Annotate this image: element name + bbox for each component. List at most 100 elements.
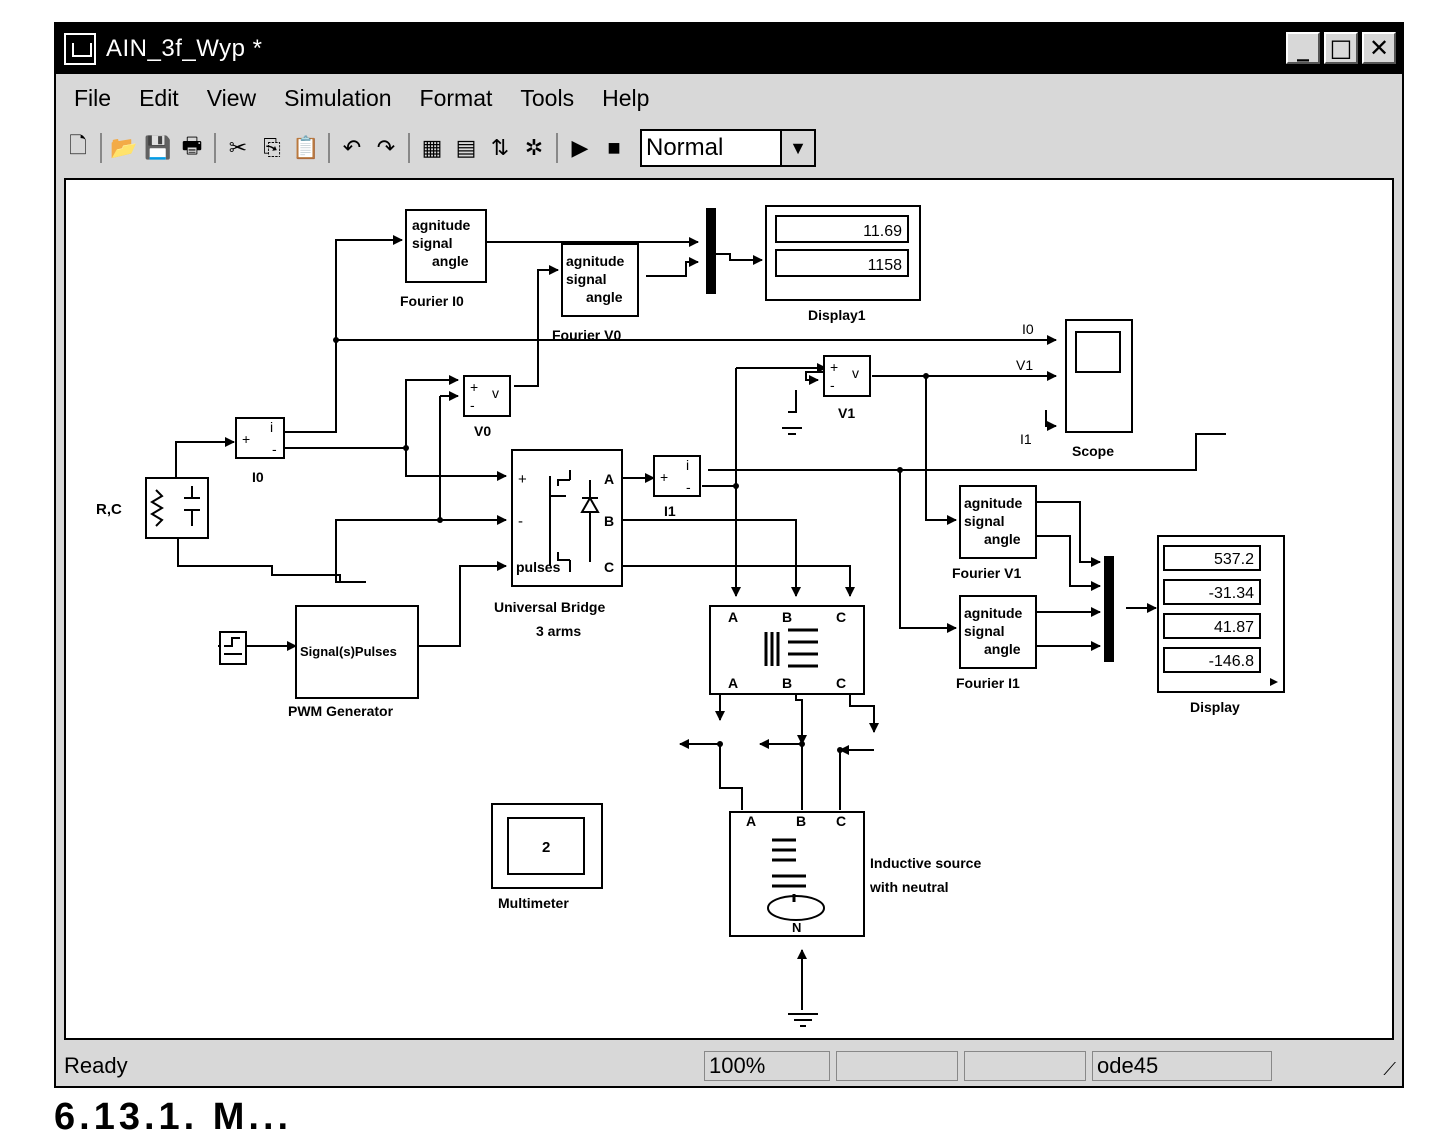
multimeter-block[interactable]: 2 Multimeter xyxy=(491,803,603,911)
window-title: AIN_3f_Wyp * xyxy=(106,35,263,62)
fourier-i1-block[interactable]: agnitude signal angle Fourier I1 xyxy=(956,595,1037,691)
title-bar: AIN_3f_Wyp * _ □ ✕ xyxy=(56,24,1402,74)
fourier-v1-name: Fourier V1 xyxy=(952,565,1021,581)
menu-simulation[interactable]: Simulation xyxy=(284,84,392,111)
fourier-i1-label-magnitude: agnitude xyxy=(964,605,1023,621)
inductive-source-block[interactable]: A B C N Inductive source with neutral xyxy=(729,811,981,937)
status-text: Ready xyxy=(64,1053,128,1078)
display-value-1: 537.2 xyxy=(1214,551,1254,568)
i0-symbol: i xyxy=(270,419,273,435)
source-port-n: N xyxy=(792,920,801,935)
pwm-label: Signal(s)Pulses xyxy=(300,644,397,659)
simulation-mode-select[interactable]: Normal ▼ xyxy=(640,129,816,167)
simulation-mode-value: Normal xyxy=(646,134,724,161)
transformer-port-a-bottom: A xyxy=(728,675,738,691)
menu-help[interactable]: Help xyxy=(602,84,650,111)
rc-name: R,C xyxy=(96,501,122,518)
transformer-port-c-bottom: C xyxy=(836,675,846,691)
i0-current-measurement[interactable]: + i - I0 xyxy=(235,417,285,485)
status-bar: Ready 100% ode45 ⟋ xyxy=(56,1046,1402,1086)
start-simulation-icon[interactable]: ▶ xyxy=(571,135,589,160)
display-value-4: -146.8 xyxy=(1209,653,1254,670)
v0-voltage-measurement[interactable]: + v - V0 xyxy=(463,375,511,439)
rc-load-block[interactable]: R,C xyxy=(96,477,209,539)
toolbar-separator xyxy=(100,133,102,163)
bridge-port-minus: - xyxy=(518,513,523,530)
resize-grip-icon[interactable]: ⟋ xyxy=(1383,1059,1396,1079)
menu-view[interactable]: View xyxy=(206,84,257,111)
model-canvas[interactable]: agnitude signal angle Fourier I0 agnitud… xyxy=(64,178,1394,1040)
undo-icon[interactable]: ↶ xyxy=(342,135,362,160)
menu-tools[interactable]: Tools xyxy=(520,84,575,111)
chevron-down-icon[interactable]: ▼ xyxy=(780,131,814,165)
i0-minus: - xyxy=(272,441,277,457)
bridge-name-line1: Universal Bridge xyxy=(494,599,605,615)
source-port-b: B xyxy=(796,813,806,829)
maximize-button[interactable]: □ xyxy=(1324,32,1358,64)
solver-name: ode45 xyxy=(1092,1051,1272,1081)
multimeter-value: 2 xyxy=(542,839,550,856)
v0-minus: - xyxy=(470,397,475,413)
source-name-line1: Inductive source xyxy=(870,855,981,871)
print-icon[interactable]: 🖶 xyxy=(181,133,203,158)
scope-block[interactable]: Scope I0 V1 I1 xyxy=(1016,319,1133,459)
fourier-v1-label-angle: angle xyxy=(984,531,1021,547)
minimize-button[interactable]: _ xyxy=(1286,32,1320,64)
bridge-port-c: C xyxy=(604,559,614,575)
copy-icon[interactable]: ⎘ xyxy=(263,135,281,160)
menu-file[interactable]: File xyxy=(74,84,112,111)
mux-block-top[interactable] xyxy=(706,208,716,294)
fourier-v0-name: Fourier V0 xyxy=(552,327,621,343)
menu-edit[interactable]: Edit xyxy=(139,84,179,111)
simulink-window: AIN_3f_Wyp * _ □ ✕ File Edit View Simula… xyxy=(54,22,1404,1088)
display-block[interactable]: 537.2 -31.34 41.87 -146.8 Display xyxy=(1157,535,1285,715)
save-icon[interactable]: 💾 xyxy=(144,135,172,160)
display1-block[interactable]: 11.69 1158 Display1 xyxy=(765,205,921,323)
open-folder-icon[interactable]: 📂 xyxy=(110,135,138,160)
new-file-icon[interactable]: 🗋 xyxy=(69,133,87,158)
paste-icon[interactable]: 📋 xyxy=(292,135,320,160)
fourier-i1-label-angle: angle xyxy=(984,641,1021,657)
menu-format[interactable]: Format xyxy=(419,84,493,111)
fourier-v0-label-angle: angle xyxy=(586,289,623,305)
i0-name: I0 xyxy=(252,469,264,485)
library-browser-icon[interactable]: ▦ xyxy=(421,135,443,160)
v0-plus: + xyxy=(470,379,478,395)
transformer-port-b-bottom: B xyxy=(782,675,792,691)
bridge-port-plus: + xyxy=(518,471,527,488)
redo-icon[interactable]: ↷ xyxy=(376,135,396,160)
source-port-a: A xyxy=(746,813,756,829)
model-icon[interactable] xyxy=(64,33,96,65)
fourier-i0-block[interactable]: agnitude signal angle Fourier I0 xyxy=(400,209,487,309)
go-to-parent-icon[interactable]: ⇅ xyxy=(490,135,510,160)
stop-simulation-icon[interactable]: ■ xyxy=(607,135,621,160)
display-value-2: -31.34 xyxy=(1209,585,1254,602)
source-port-c: C xyxy=(836,813,846,829)
i1-symbol: i xyxy=(686,457,689,473)
bridge-port-a: A xyxy=(604,471,614,487)
fourier-i1-name: Fourier I1 xyxy=(956,675,1020,691)
v1-voltage-measurement[interactable]: + v - V1 xyxy=(823,355,871,421)
universal-bridge-block[interactable]: + - pulses A B C Universal Bridge 3 arms xyxy=(494,449,623,639)
display1-name: Display1 xyxy=(808,307,866,323)
fourier-v1-block[interactable]: agnitude signal angle Fourier V1 xyxy=(952,485,1037,581)
menu-bar: File Edit View Simulation Format Tools H… xyxy=(56,76,1402,120)
toolbar: 🗋 📂 💾 🖶 ✂ ⎘ 📋 ↶ ↷ ▦ ▤ ⇅ ✲ ▶ ■ Normal ▼ xyxy=(56,122,1402,174)
close-button[interactable]: ✕ xyxy=(1362,32,1396,64)
display-value-3: 41.87 xyxy=(1214,619,1254,636)
scope-input-label-i0: I0 xyxy=(1022,321,1034,337)
mux-block-right[interactable] xyxy=(1104,556,1114,662)
step-source-block[interactable] xyxy=(219,631,247,665)
pwm-generator-block[interactable]: Signal(s)Pulses PWM Generator xyxy=(288,605,419,719)
cut-icon[interactable]: ✂ xyxy=(228,135,248,160)
fourier-v0-block[interactable]: agnitude signal angle Fourier V0 xyxy=(552,243,639,343)
debug-icon[interactable]: ✲ xyxy=(524,135,544,160)
scope-input-label-i1: I1 xyxy=(1020,431,1032,447)
fourier-i0-name: Fourier I0 xyxy=(400,293,464,309)
transformer-port-b-top: B xyxy=(782,609,792,625)
transformer-port-c-top: C xyxy=(836,609,846,625)
model-browser-icon[interactable]: ▤ xyxy=(455,135,477,160)
i1-current-measurement[interactable]: + i - I1 xyxy=(653,455,701,519)
v1-name: V1 xyxy=(838,405,855,421)
transformer-block[interactable]: A B C A B C xyxy=(709,605,865,695)
